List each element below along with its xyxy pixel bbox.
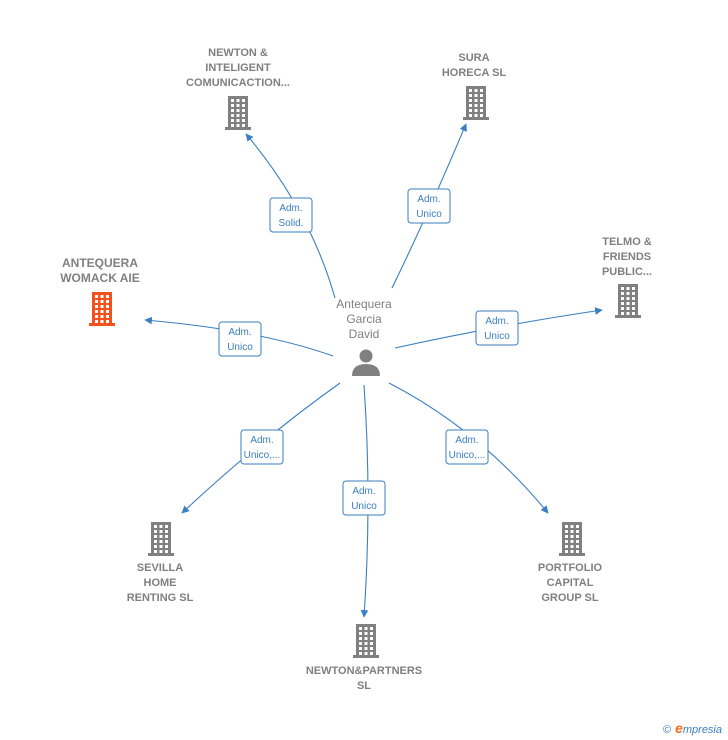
role-text: Solid. — [278, 218, 303, 229]
company-name-portfolio-capital[interactable]: PORTFOLIO CAPITAL GROUP SL — [500, 561, 640, 606]
role-text: Unico — [484, 331, 510, 342]
company-name-newton-inteligent-line: INTELIGENT — [205, 62, 271, 74]
person-name-line: Garcia — [346, 312, 382, 326]
role-badge[interactable]: Adm. Unico — [342, 480, 386, 516]
building-icon[interactable] — [559, 522, 585, 556]
building-icon[interactable] — [225, 96, 251, 130]
company-name-sura-horeca-line: HORECA SL — [441, 67, 507, 79]
company-name-newton-partners[interactable]: NEWTON&PARTNERS SL — [294, 664, 434, 694]
company-name-sura-horeca[interactable]: SURA HORECA SL — [404, 51, 544, 81]
brand-initial: e — [675, 720, 683, 736]
company-name-newton-inteligent-line: NEWTON & — [208, 47, 268, 59]
company-name-newton-partners-line: NEWTON&PARTNERS — [305, 665, 423, 677]
company-name-antequera-womack-line: WOMACK AIE — [60, 271, 140, 285]
role-badge[interactable]: Adm. Unico — [407, 188, 451, 224]
person-name-line: David — [348, 327, 380, 341]
company-name-antequera-womack-line: ANTEQUERA — [61, 256, 138, 270]
company-name-sevilla-home-line: SEVILLA — [136, 562, 184, 574]
person-name-line: Antequera — [336, 297, 392, 311]
company-name-telmo-friends-line: TELMO & — [602, 236, 652, 248]
building-icon[interactable] — [353, 624, 379, 658]
role-badge[interactable]: Adm. Unico,... — [240, 429, 284, 465]
role-text: Unico — [416, 209, 442, 220]
role-text: Unico,... — [244, 450, 281, 461]
role-badge[interactable]: Adm. Solid. — [269, 197, 313, 233]
building-icon[interactable] — [148, 522, 174, 556]
role-text: Adm. — [279, 203, 302, 214]
company-name-sevilla-home-line: RENTING SL — [126, 592, 194, 604]
company-name-sevilla-home-line: HOME — [143, 577, 177, 589]
role-badge[interactable]: Adm. Unico — [218, 321, 262, 357]
company-name-telmo-friends-line: FRIENDS — [602, 251, 652, 263]
company-name-sura-horeca-line: SURA — [458, 52, 490, 64]
company-name-portfolio-capital-line: CAPITAL — [546, 577, 594, 589]
company-name-newton-inteligent[interactable]: NEWTON & INTELIGENT COMUNICACTION... — [168, 46, 308, 91]
role-badge[interactable]: Adm. Unico — [475, 310, 519, 346]
role-text: Adm. — [352, 486, 375, 497]
company-name-telmo-friends[interactable]: TELMO & FRIENDS PUBLIC... — [557, 235, 697, 280]
role-text: Adm. — [417, 194, 440, 205]
role-text: Unico,... — [449, 450, 486, 461]
role-text: Adm. — [485, 316, 508, 327]
company-name-newton-partners-line: SL — [356, 680, 372, 692]
company-name-sevilla-home[interactable]: SEVILLA HOME RENTING SL — [90, 561, 230, 606]
role-text: Adm. — [228, 327, 251, 338]
building-icon[interactable] — [463, 86, 489, 120]
brand-footer: ©empresia — [663, 720, 722, 736]
role-text: Unico — [227, 342, 253, 353]
company-name-telmo-friends-line: PUBLIC... — [601, 266, 653, 278]
building-icon[interactable] — [89, 292, 115, 326]
person-icon[interactable] — [352, 349, 380, 377]
company-name-portfolio-capital-line: PORTFOLIO — [537, 562, 603, 574]
role-badge[interactable]: Adm. Unico,... — [445, 429, 489, 465]
company-name-portfolio-capital-line: GROUP SL — [541, 592, 599, 604]
brand-name: mpresia — [682, 724, 722, 736]
copyright-symbol: © — [662, 724, 672, 736]
building-icon[interactable] — [615, 284, 641, 318]
role-text: Unico — [351, 501, 377, 512]
role-text: Adm. — [455, 435, 478, 446]
company-name-newton-inteligent-line: COMUNICACTION... — [186, 77, 290, 89]
role-text: Adm. — [250, 435, 273, 446]
